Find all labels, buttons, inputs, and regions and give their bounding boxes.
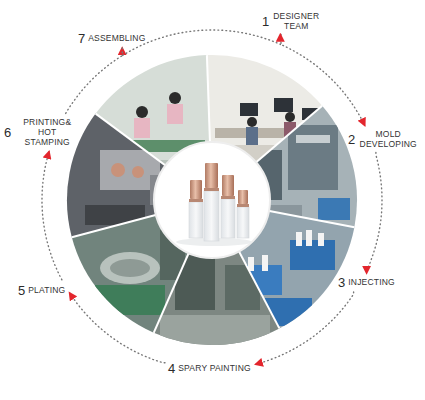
step-label: 7ASSEMBLING bbox=[78, 32, 146, 45]
cycle-arrow bbox=[256, 292, 354, 364]
separator bbox=[212, 200, 279, 328]
person bbox=[134, 118, 150, 138]
photo-ground bbox=[65, 195, 215, 340]
step-name: PLATING bbox=[28, 286, 65, 296]
bottle bbox=[262, 255, 268, 271]
vat bbox=[110, 259, 150, 277]
person bbox=[246, 127, 258, 145]
step-number: 2 bbox=[348, 133, 355, 146]
machine bbox=[95, 285, 165, 315]
bottle-collar bbox=[237, 204, 249, 207]
assembling-photo bbox=[90, 50, 215, 205]
step-number: 1 bbox=[262, 15, 269, 28]
bottle bbox=[296, 232, 302, 246]
bottle bbox=[318, 233, 324, 246]
bottles bbox=[189, 163, 249, 241]
crate bbox=[318, 198, 350, 220]
floor bbox=[160, 315, 270, 345]
step-name: DESIGNER TEAM bbox=[272, 12, 320, 32]
designer-photo bbox=[200, 50, 360, 210]
cycle-arrow bbox=[70, 293, 165, 363]
bottle-collar bbox=[221, 196, 235, 199]
bottle-body bbox=[204, 191, 219, 241]
cycle-arrow bbox=[281, 35, 365, 126]
bottle bbox=[306, 230, 312, 246]
machine bbox=[288, 125, 338, 190]
monitor bbox=[274, 98, 293, 112]
step-name: INJECTING bbox=[348, 278, 395, 288]
bottle-body bbox=[237, 207, 249, 238]
wedge-separators bbox=[72, 55, 355, 333]
person bbox=[285, 112, 295, 122]
photo-ground bbox=[200, 50, 360, 210]
monitor bbox=[240, 103, 258, 116]
step-label: 5PLATING bbox=[18, 284, 65, 297]
bottle-collar bbox=[204, 188, 219, 191]
machine bbox=[225, 265, 260, 310]
center-disc bbox=[154, 142, 270, 258]
bottle-cap bbox=[238, 190, 248, 204]
step-number: 3 bbox=[338, 276, 345, 289]
cycle-arrow bbox=[367, 153, 382, 274]
part bbox=[132, 166, 144, 178]
step-number: 7 bbox=[78, 32, 85, 45]
step-label: 1DESIGNER TEAM bbox=[262, 12, 320, 32]
bottle-cap bbox=[190, 180, 202, 199]
person bbox=[169, 92, 181, 104]
photo-ground bbox=[90, 50, 215, 205]
machine bbox=[85, 205, 145, 225]
bottle-collar bbox=[189, 199, 203, 202]
step-label: 3INJECTING bbox=[338, 276, 395, 289]
machine-part bbox=[296, 135, 330, 143]
cycle-arrow bbox=[122, 30, 280, 56]
step-number: 4 bbox=[168, 362, 175, 375]
step-name: PRINTING& HOT STAMPING bbox=[14, 118, 80, 147]
person bbox=[167, 104, 183, 124]
step-number: 6 bbox=[4, 126, 11, 139]
person bbox=[247, 117, 257, 127]
cycle-arrow bbox=[66, 48, 123, 113]
part bbox=[111, 163, 125, 177]
bottle-body bbox=[189, 202, 203, 238]
separator bbox=[72, 200, 212, 237]
bottle-cap bbox=[205, 163, 218, 188]
step-name: ASSEMBLING bbox=[88, 34, 145, 44]
bottle-body bbox=[221, 199, 235, 238]
step-label: 4SPARY PAINTING bbox=[168, 362, 251, 375]
step-label: 6PRINTING& HOT STAMPING bbox=[4, 118, 80, 147]
step-number: 5 bbox=[18, 284, 25, 297]
vat bbox=[100, 252, 160, 284]
step-label: 2MOLD DEVELOPING bbox=[348, 130, 418, 150]
bottle-cap bbox=[222, 175, 234, 196]
cycle-arrow bbox=[42, 152, 62, 280]
step-name: MOLD DEVELOPING bbox=[358, 130, 418, 150]
person bbox=[136, 106, 148, 118]
plating-photo bbox=[65, 195, 215, 340]
step-name: SPARY PAINTING bbox=[178, 364, 251, 374]
